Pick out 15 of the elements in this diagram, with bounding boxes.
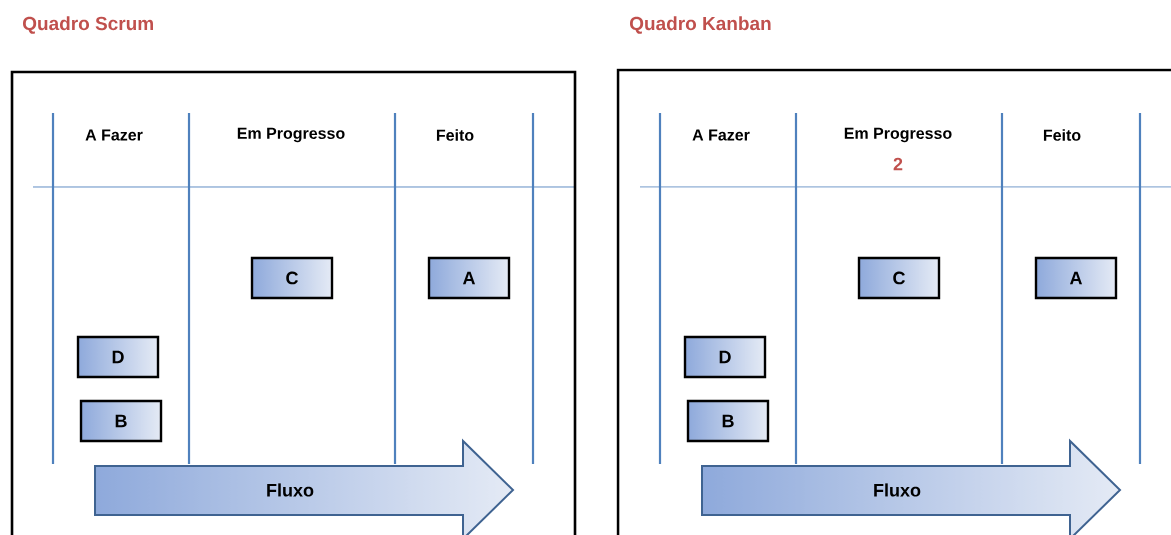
task-card: A	[1034, 256, 1118, 300]
task-card: B	[79, 399, 163, 443]
task-card: A	[427, 256, 511, 300]
task-card: B	[686, 399, 770, 443]
task-card: C	[857, 256, 941, 300]
task-card: C	[250, 256, 334, 300]
column-header: A Fazer	[692, 129, 750, 141]
task-card: D	[683, 335, 767, 379]
column-header: Em Progresso	[844, 127, 952, 143]
column-header: A Fazer	[85, 129, 143, 141]
column-header: Feito	[1043, 129, 1081, 141]
column-header: Feito	[436, 129, 474, 141]
task-card: D	[76, 335, 160, 379]
wip-limit: 2	[893, 157, 903, 171]
column-header: Em Progresso	[237, 127, 345, 143]
